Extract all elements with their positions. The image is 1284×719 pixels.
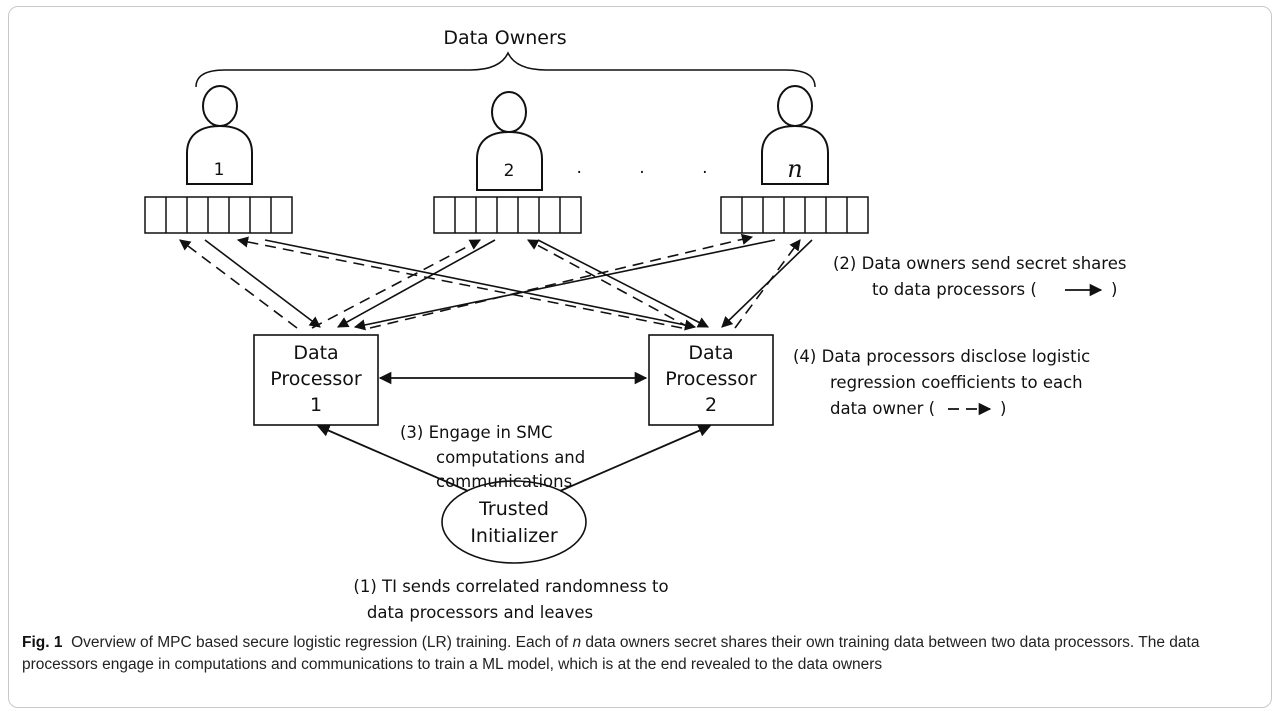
step4-line3: data owner ( (830, 399, 935, 418)
ti-arrow-2 (559, 424, 712, 492)
step2-line2: to data processors ( (872, 280, 1037, 299)
brace (195, 51, 816, 88)
processor-box-1 (253, 334, 379, 426)
owner-label-1: 1 (214, 160, 225, 180)
processor-box-2 (648, 334, 774, 426)
initializer-line1: Trusted (478, 498, 549, 520)
step2-line1: (2) Data owners send secret shares (833, 254, 1126, 273)
step1-line2: data processors and leaves (367, 603, 593, 622)
caption-text-a: Overview of MPC based secure logistic re… (71, 634, 573, 651)
initializer-ellipse (441, 480, 587, 564)
processor2-line3: 2 (705, 394, 717, 416)
diagram-title: Data Owners (443, 27, 566, 49)
owner-icon-2 (476, 91, 543, 191)
mpc-diagram: Data Owners 1 2 · · · n (144, 27, 1126, 622)
caption-text-n: n (572, 634, 582, 651)
data-array-1 (144, 196, 293, 234)
processor1-line2: Processor (270, 368, 362, 390)
ellipsis: · · · (576, 163, 733, 183)
caption-text-b: data owners secret shares their own trai… (22, 634, 1200, 673)
processor1-line1: Data (293, 342, 338, 364)
coefficient-arrows (179, 233, 801, 329)
step3-line3: communications (436, 472, 572, 491)
owner-icon-1 (186, 85, 253, 185)
processor1-line3: 1 (310, 394, 322, 416)
owner-label-n: n (787, 155, 802, 183)
processor2-line2: Processor (665, 368, 757, 390)
figure-frame (8, 6, 1272, 708)
data-array-n (720, 196, 869, 234)
step4-close: ) (1000, 399, 1006, 418)
step2-close: ) (1111, 280, 1117, 299)
share-arrows (204, 239, 813, 331)
step3-line1: (3) Engage in SMC (400, 423, 552, 442)
caption-label: Fig. 1 (22, 634, 63, 651)
processor2-line1: Data (688, 342, 733, 364)
step4-line2: regression coefficients to each (830, 373, 1083, 392)
owner-label-2: 2 (504, 161, 515, 181)
step3-line2: computations and (436, 448, 585, 467)
owner-icon-n (761, 85, 829, 185)
ti-arrow-1 (316, 424, 469, 492)
initializer-line2: Initializer (470, 525, 558, 547)
step1-line1: (1) TI sends correlated randomness to (353, 577, 668, 596)
step4-line1: (4) Data processors disclose logistic (793, 347, 1090, 366)
data-array-2 (433, 196, 582, 234)
figure-caption: Fig. 1 Overview of MPC based secure logi… (22, 632, 1254, 676)
